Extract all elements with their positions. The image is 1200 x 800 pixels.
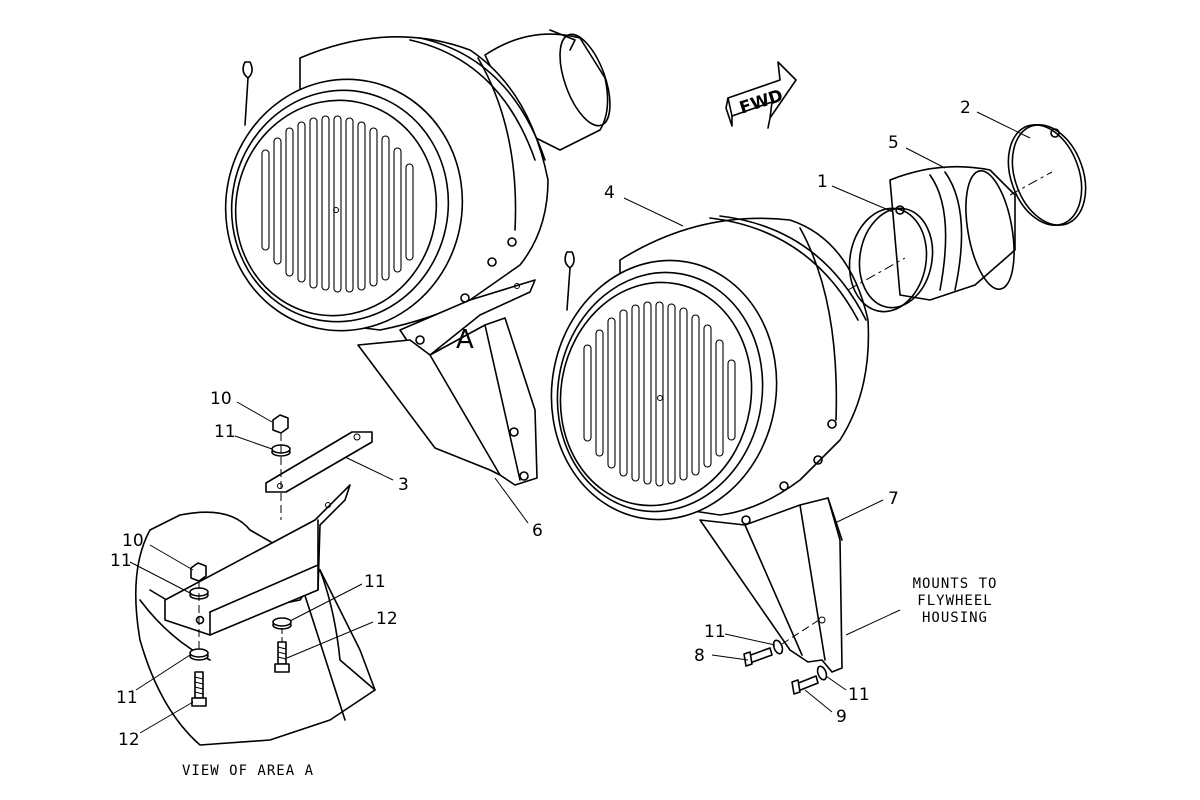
air-cleaner-left-outlet <box>484 29 611 151</box>
view-caption: VIEW OF AREA A <box>182 763 314 779</box>
callout-10-top: 10 <box>210 389 232 409</box>
callout-11-lower-right-a: 11 <box>704 622 726 642</box>
area-a-view <box>134 414 376 746</box>
callout-11-right: 11 <box>364 572 386 592</box>
air-cleaner-left <box>224 29 611 486</box>
air-cleaner-left-grille <box>261 115 414 293</box>
mounts-line-3: HOUSING <box>922 610 988 626</box>
air-cleaner-right <box>550 215 870 673</box>
fwd-arrow: FWD <box>725 61 797 129</box>
callouts: 1 2 3 4 5 6 7 8 9 10 10 11 11 11 11 11 1… <box>110 98 971 750</box>
callout-7: 7 <box>888 489 899 509</box>
clamp-2 <box>1007 123 1087 227</box>
leader-lines <box>129 111 1031 734</box>
hardware-lower-right <box>743 617 828 695</box>
hardware-right <box>272 617 292 673</box>
callout-11-top: 11 <box>214 422 236 442</box>
callout-2: 2 <box>960 98 971 118</box>
callout-11-lower-right-b: 11 <box>848 685 870 705</box>
callout-1: 1 <box>817 172 828 192</box>
hardware-top <box>271 414 291 520</box>
callout-11-left-upper: 11 <box>110 551 132 571</box>
mounts-note: MOUNTS TO FLYWHEEL HOUSING <box>913 576 998 626</box>
callout-12-left: 12 <box>118 730 140 750</box>
clamp-1 <box>848 205 934 313</box>
callout-9: 9 <box>836 707 847 727</box>
air-cleaner-right-grille <box>583 301 736 487</box>
mounts-line-1: MOUNTS TO <box>913 576 998 592</box>
fwd-label: FWD <box>737 86 785 119</box>
area-letter: A <box>456 325 474 355</box>
callout-3: 3 <box>398 475 409 495</box>
callout-4: 4 <box>604 183 615 203</box>
callout-6: 6 <box>532 521 543 541</box>
callout-11-left-lower: 11 <box>116 688 138 708</box>
mounts-line-2: FLYWHEEL <box>917 593 992 609</box>
inlet-tube <box>889 165 1016 301</box>
callout-12-right: 12 <box>376 609 398 629</box>
callout-8: 8 <box>694 646 705 666</box>
hardware-left <box>189 562 209 707</box>
callout-10-left: 10 <box>122 531 144 551</box>
callout-5: 5 <box>888 133 899 153</box>
